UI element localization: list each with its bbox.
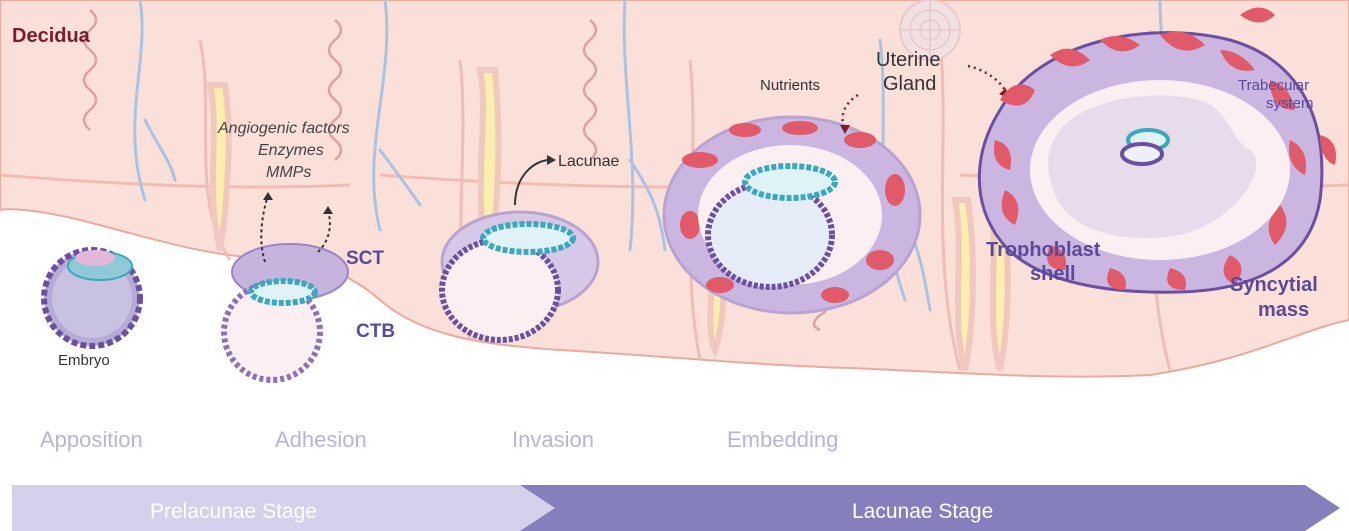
lacunae-label: Lacunae (558, 153, 619, 170)
stage-embedding: Embedding (727, 427, 838, 452)
nutrients-label: Nutrients (760, 77, 820, 94)
gland-label: Gland (883, 73, 936, 95)
shell-label: shell (1030, 263, 1076, 285)
lacunae-stage-label: Lacunae Stage (852, 500, 993, 523)
stage-apposition: Apposition (40, 427, 143, 452)
adhesion-embryo (224, 244, 348, 380)
trophoblast-label: Trophoblast (986, 239, 1101, 261)
mmps-label: MMPs (266, 164, 311, 181)
system-label: system (1266, 95, 1314, 112)
prelacunae-stage-label: Prelacunae Stage (150, 500, 317, 523)
embryo-blastocyst (44, 250, 140, 346)
embedding-embryo (664, 117, 920, 313)
uterine-label: Uterine (876, 49, 940, 71)
decidua-label: Decidua (12, 25, 91, 47)
ctb-label: CTB (356, 321, 395, 342)
syncytial-label: Syncytial (1230, 274, 1318, 296)
trabecular-label: Trabecular (1238, 77, 1309, 94)
sct-label: SCT (346, 248, 384, 269)
stage-invasion: Invasion (512, 427, 594, 452)
embryo-label: Embryo (58, 352, 110, 369)
enzymes-label: Enzymes (258, 142, 324, 159)
stage-adhesion: Adhesion (275, 427, 367, 452)
angiogenic-factors-label: Angiogenic factors (217, 120, 350, 137)
mass-label: mass (1258, 299, 1309, 321)
